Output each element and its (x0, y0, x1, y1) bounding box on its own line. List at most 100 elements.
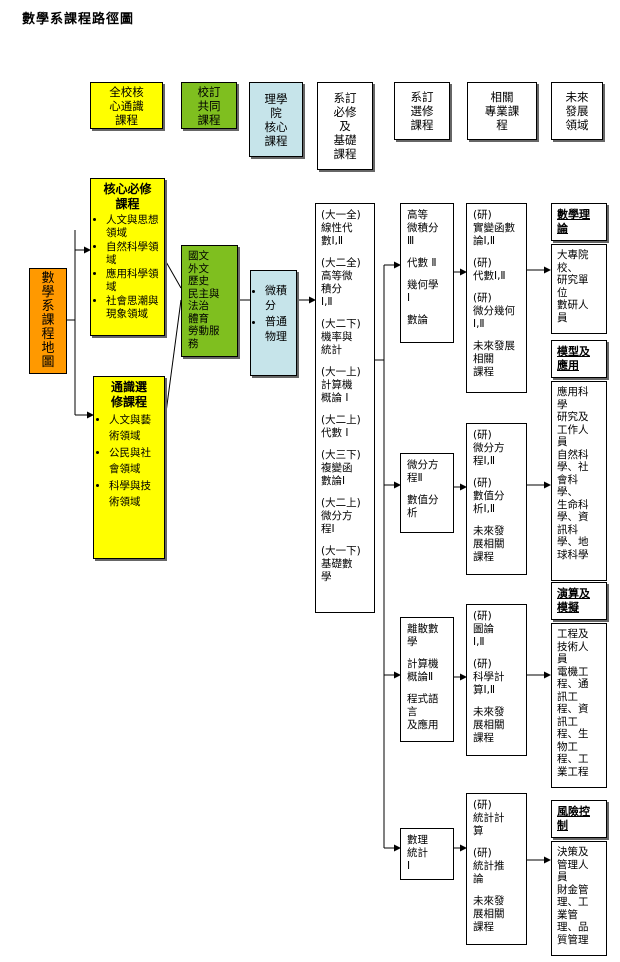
future-body-line: 電機工 (557, 665, 589, 678)
course-line: 數論 (407, 314, 428, 326)
general-elective-list: 人文與藝術領域公民與社會領域科學與技術領域 (97, 412, 161, 510)
top-row-line: 課程 (264, 133, 288, 148)
top-row-line: 核心 (264, 119, 288, 134)
elective-course: 代數 Ⅱ (407, 257, 447, 270)
course-line: 程Ⅰ (321, 523, 335, 535)
school-common-line: 國文 (188, 250, 209, 262)
future-body-line: 決策及 (557, 846, 589, 858)
school-common-line: 務 (188, 337, 199, 350)
course-line: 圖論 (473, 623, 494, 635)
related-course: 未來發展相關課程 (473, 895, 520, 934)
page-title: 數學系課程路徑圖 (22, 12, 135, 27)
top-row-box: 系訂選修課程 (394, 82, 450, 140)
future-body-line: 員 (557, 871, 568, 883)
course-line: (大一全) (321, 209, 361, 221)
future-body-line: 理、品 (557, 921, 589, 933)
related-course: (研)數值分析Ⅰ,Ⅱ (473, 477, 520, 516)
course-line: 微分方 (407, 459, 439, 471)
root-line: 地 (41, 341, 55, 356)
course-line: 數值分 (407, 494, 439, 506)
related-course: (研)代數Ⅰ,Ⅱ (473, 257, 520, 283)
top-row-box: 系訂必修及基礎課程 (317, 82, 373, 170)
future-body-line: 生命科 (557, 498, 589, 511)
course-line: Ⅰ (407, 860, 411, 872)
course-line: 幾何學 (407, 279, 439, 291)
course-line: (研) (473, 292, 492, 304)
future-heading-line: 模型及 (557, 345, 590, 358)
future-body-line: 技術人 (557, 640, 589, 653)
course-line: 微分方 (473, 442, 505, 454)
future-body-line: 員 (557, 436, 568, 448)
course-line: (研) (473, 658, 492, 670)
general-title-line: 通識選 (110, 380, 147, 394)
future-field-body: 大專院校、研究單位數研人員 (551, 244, 607, 334)
course-line: 課程 (473, 551, 494, 563)
course-line: 概論 Ⅰ (321, 392, 349, 404)
top-row-line: 選修 (410, 104, 434, 118)
top-row-line: 未來 (565, 90, 589, 104)
course-line: 統計推 (473, 860, 505, 872)
future-body-line: 應用科 (557, 386, 589, 398)
future-heading-line: 演算及 (557, 587, 590, 600)
general-elective-item: 公民與社會領域 (109, 445, 161, 477)
course-line: 數值分 (473, 490, 505, 502)
course-line: 統計 (321, 344, 342, 356)
future-body-line: 學、 (557, 486, 578, 498)
course-line: 析 (407, 507, 418, 519)
top-row-line: 領域 (565, 118, 589, 132)
course-line: (大三下) (321, 449, 361, 461)
future-body-line: 研究單 (557, 274, 589, 286)
future-body-line: 業管 (557, 908, 578, 921)
elective-course: 計算機概論Ⅱ (407, 658, 447, 684)
top-row-line: 課程 (410, 118, 434, 132)
course-line: 離散數 (407, 623, 439, 635)
top-row-line: 基礎 (333, 133, 357, 147)
future-heading-line: 風險控 (557, 805, 590, 818)
future-field-body: 決策及管理人員財金管理、工業管理、品質管理 (551, 841, 607, 956)
top-row-box: 校訂共同課程 (181, 82, 237, 129)
course-line: Ⅲ (407, 235, 415, 247)
future-body-line: 程、資 (557, 703, 589, 715)
core-required-item: 人文與思想領域 (106, 214, 161, 240)
top-row-line: 理學 (264, 91, 288, 106)
top-row-line: 發展 (565, 104, 589, 118)
future-field-heading: 模型及應用 (551, 340, 607, 378)
course-line: 數理 (407, 834, 428, 846)
school-common-line: 歷史 (188, 275, 209, 287)
course-line: 高等微 (321, 270, 353, 282)
course-line: (大二下) (321, 318, 361, 330)
course-line: (研) (473, 847, 492, 859)
core-required-item: 應用科學領域 (106, 268, 161, 294)
course-line: 微分方 (321, 510, 353, 522)
related-course: (研)微分方程Ⅰ,Ⅱ (473, 429, 520, 468)
school-common-line: 勞動服 (188, 325, 220, 337)
course-line: (研) (473, 799, 492, 811)
course-line: 計算機 (407, 658, 439, 670)
school-common-line: 法治 (188, 300, 209, 312)
school-common-line: 體育 (188, 312, 209, 325)
future-field-heading: 演算及模擬 (551, 582, 607, 620)
root-line: 圖 (41, 355, 55, 370)
course-line: 實變函數 (473, 222, 515, 234)
course-line: Ⅰ,Ⅱ (321, 296, 333, 308)
future-body-line: 學、地 (557, 536, 589, 548)
course-line: 程式語 (407, 693, 439, 705)
course-line: (大二上) (321, 497, 361, 509)
root-line: 數 (41, 271, 55, 286)
future-body-line: 程、通 (557, 678, 589, 690)
course-line: 未來發 (473, 525, 505, 537)
course-line: 課程 (473, 732, 494, 744)
course-line: 未來發 (473, 706, 505, 718)
core-required-title: 核心必修課程 (94, 182, 161, 212)
future-heading-line: 模擬 (557, 601, 579, 614)
root-line: 課 (41, 313, 55, 328)
general-elective-title: 通識選修課程 (97, 380, 161, 410)
related-course: 未來發展相關課程 (473, 706, 520, 745)
future-field-body: 應用科學研究及工作人員自然科學、社會科學、生命科學、資訊科學、地球科學 (551, 381, 607, 581)
